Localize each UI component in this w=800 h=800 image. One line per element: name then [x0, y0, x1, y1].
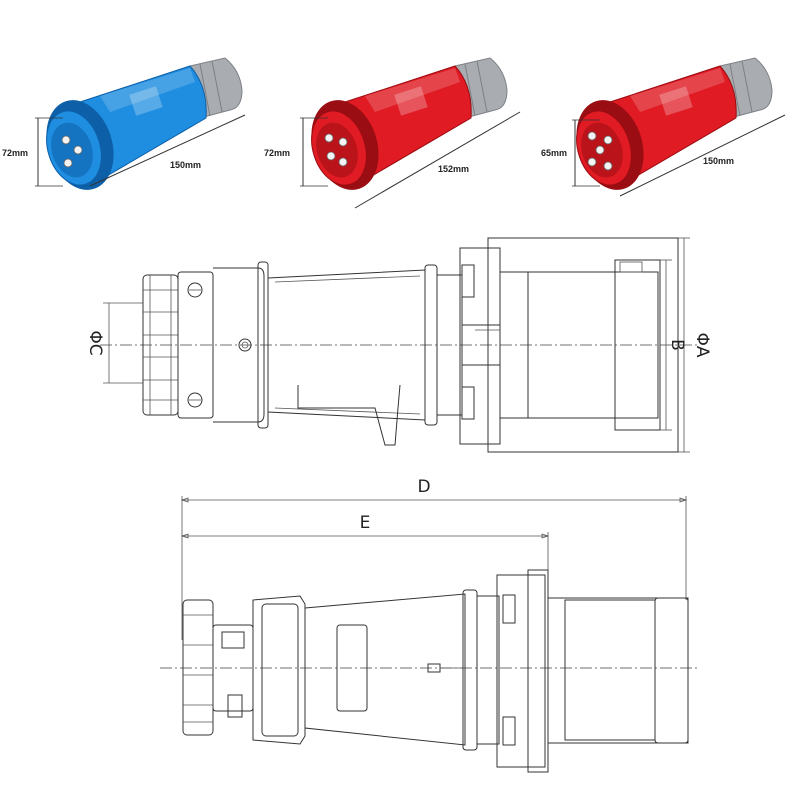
side-view-drawing: ΦA B ΦC [85, 237, 712, 453]
pin-icon [73, 145, 83, 155]
pin-icon [603, 135, 613, 145]
product-photo-1: 72mm 150mm [2, 57, 246, 190]
pin-icon [603, 161, 613, 171]
height-label: 72mm [264, 148, 290, 158]
height-label: 65mm [541, 148, 567, 158]
pin-icon [63, 158, 73, 168]
pin-icon [326, 151, 336, 161]
pin-icon [338, 157, 348, 167]
pin-icon [587, 131, 597, 141]
length-label: 152mm [438, 164, 469, 174]
label-e: E [360, 513, 371, 533]
label-phi-c: ΦC [85, 330, 105, 355]
label-b: B [667, 339, 687, 351]
pin-icon [61, 135, 71, 145]
pin-icon [595, 145, 605, 155]
top-view-drawing: D E [160, 477, 700, 773]
pin-icon [324, 133, 334, 143]
product-photos: 72mm 150mm 72mm 152mm 65mm 150mm [2, 57, 786, 209]
pin-icon [587, 157, 597, 167]
label-phi-a: ΦA [692, 332, 712, 357]
label-d: D [417, 477, 430, 497]
pin-icon [338, 137, 348, 147]
length-label: 150mm [703, 156, 734, 166]
product-photo-3: 65mm 150mm [541, 57, 786, 197]
length-label: 150mm [170, 160, 201, 170]
height-label: 72mm [2, 148, 28, 158]
product-photo-2: 72mm 152mm [264, 57, 521, 209]
